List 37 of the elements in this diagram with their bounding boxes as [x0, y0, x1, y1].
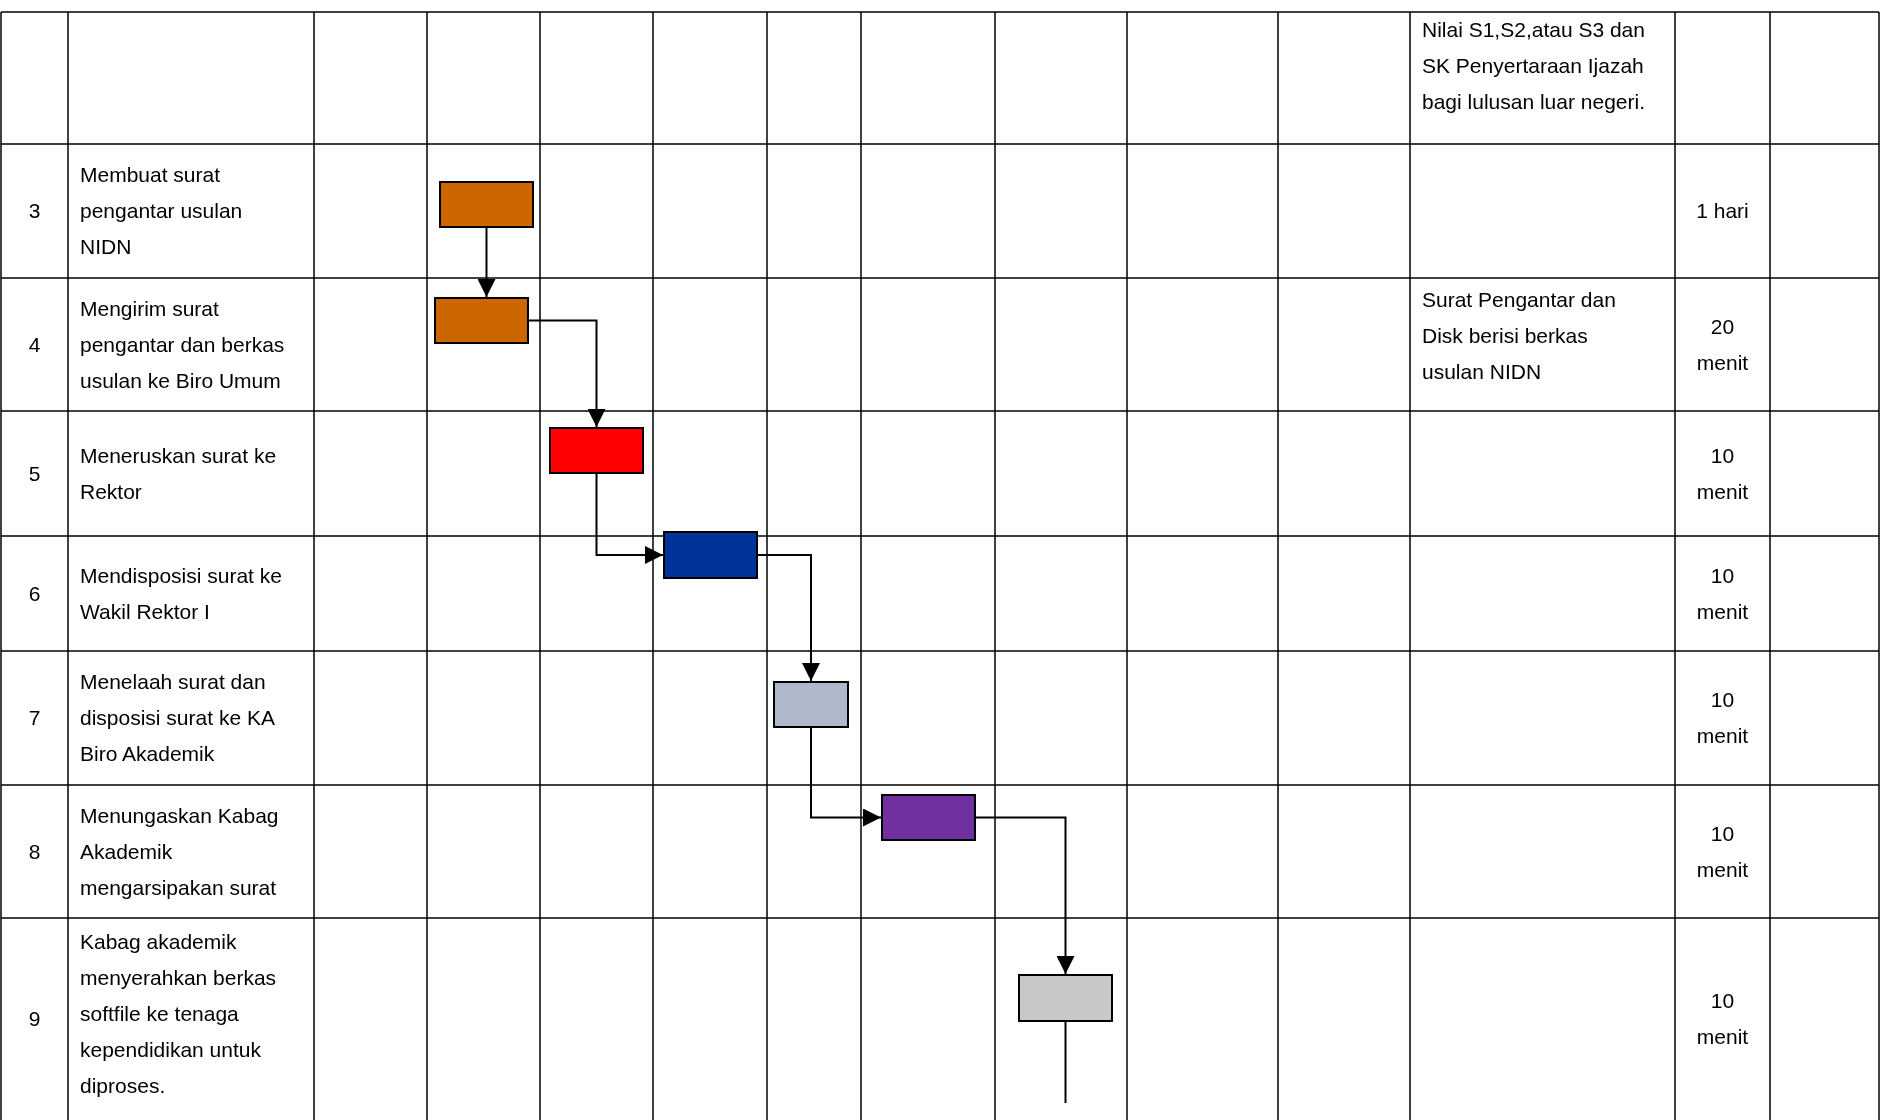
- step-number: 3: [28, 198, 41, 224]
- duration-text: 20 menit: [1695, 313, 1750, 376]
- process-box: [439, 181, 534, 228]
- activity-text: Meneruskan surat ke Rektor: [80, 442, 278, 505]
- arrow: [757, 554, 820, 682]
- process-box: [773, 681, 849, 728]
- process-box: [434, 297, 529, 344]
- step-number: 6: [28, 580, 41, 607]
- arrow: [810, 727, 882, 827]
- duration-text: 10 menit: [1695, 562, 1750, 625]
- activity-text: Menelaah surat dan disposisi surat ke KA Biro Akademik: [80, 669, 276, 767]
- duration-text: 10 menit: [1695, 988, 1750, 1050]
- duration-text: 10 menit: [1695, 442, 1750, 505]
- arrow: [477, 227, 496, 298]
- document-text: Nilai S1,S2,atau S3 dan SK Penyertaraan Ijazah bagi lulusan luar negeri.: [1422, 17, 1646, 115]
- activity-text: Membuat surat pengantar usulan NIDN: [80, 162, 244, 260]
- arrow: [595, 473, 664, 564]
- process-box: [881, 794, 976, 841]
- step-number: 9: [28, 1006, 41, 1032]
- process-box: [1018, 974, 1113, 1022]
- document-text: Surat Pengantar dan Disk berisi berkas usulan NIDN: [1422, 287, 1617, 385]
- arrow: [528, 319, 606, 428]
- duration-text: 10 menit: [1695, 687, 1750, 749]
- activity-text: Kabag akademik menyerahkan berkas softfile ke tenaga kependidikan untuk diproses.: [80, 929, 278, 1099]
- duration-text: 10 menit: [1695, 820, 1750, 883]
- activity-text: Mendisposisi surat ke Wakil Rektor I: [80, 562, 283, 625]
- activity-text: Menungaskan Kabag Akademik mengarsipakan surat: [80, 802, 280, 901]
- step-number: 5: [28, 460, 41, 487]
- step-number: 8: [28, 838, 41, 865]
- connector-line: [1064, 1021, 1067, 1104]
- arrow: [975, 816, 1075, 975]
- process-box: [663, 531, 758, 579]
- step-number: 4: [28, 331, 41, 358]
- step-number: 7: [28, 705, 41, 731]
- activity-text: Mengirim surat pengantar dan berkas usulan ke Biro Umum: [80, 295, 286, 394]
- duration-text: 1 hari: [1696, 198, 1749, 224]
- process-box: [549, 427, 644, 474]
